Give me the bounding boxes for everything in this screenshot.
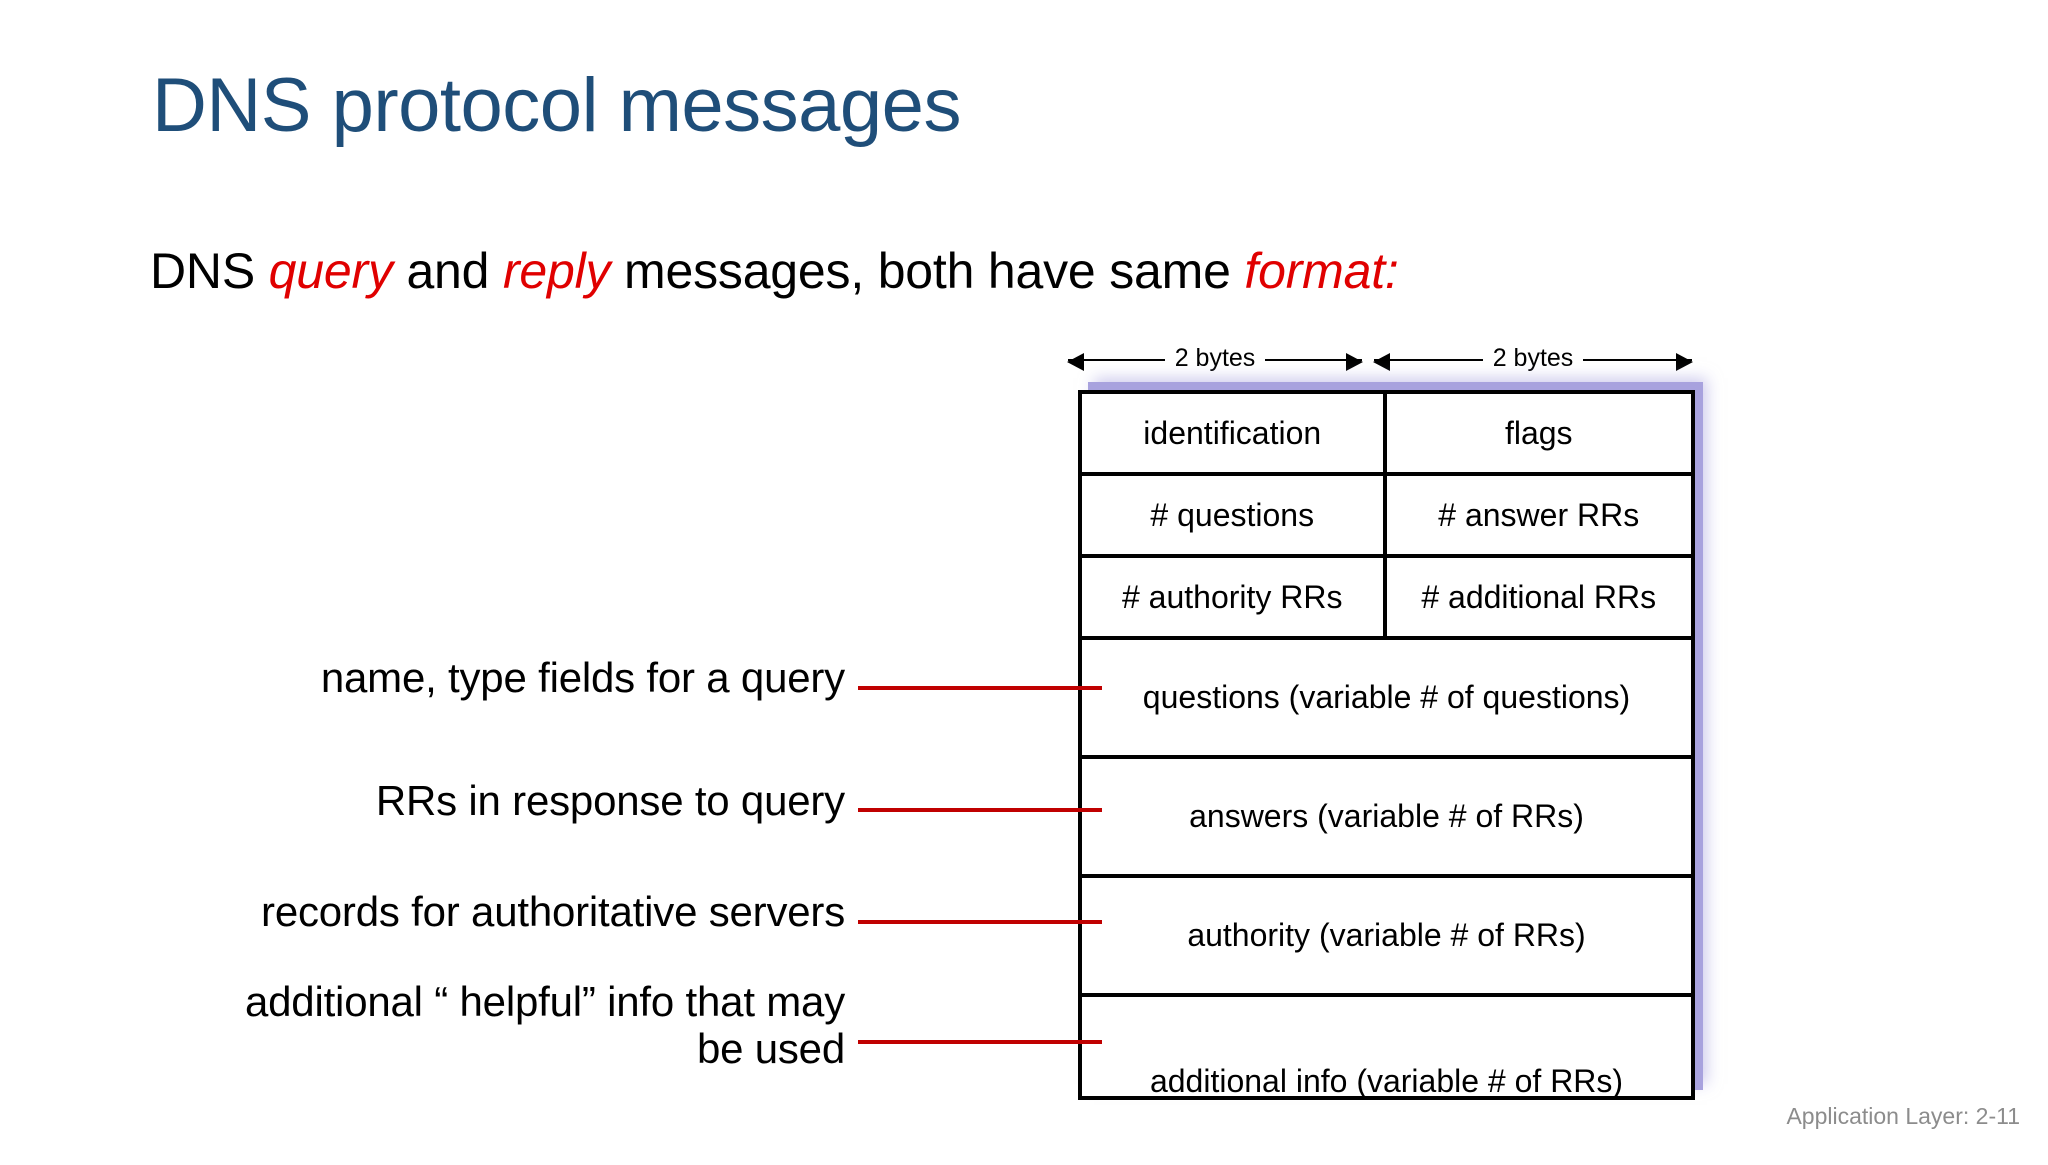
table-row: authority (variable # of RRs) <box>1082 878 1691 997</box>
leader-line-authority <box>858 920 1102 924</box>
dns-message-format-diagram: identification flags # questions # answe… <box>1078 390 1695 1100</box>
measure-arrow-right-2-bytes: 2 bytes <box>1373 340 1693 380</box>
annotation-label-questions: name, type fields for a query <box>320 654 845 701</box>
annotation-label-additional-info: additional “ helpful” info that may be u… <box>244 978 845 1073</box>
subtitle-emphasis-format: format: <box>1244 243 1399 299</box>
leader-line-questions <box>858 686 1102 690</box>
section-questions: questions (variable # of questions) <box>1142 679 1631 715</box>
field-flags: flags <box>1504 414 1573 451</box>
leader-line-additional-info <box>858 1040 1102 1044</box>
table-row: additional info (variable # of RRs) <box>1082 997 1691 1165</box>
subtitle-text-3: messages, both have same <box>610 243 1245 299</box>
annotation-label-authority: records for authoritative servers <box>261 888 845 935</box>
section-additional-info: additional info (variable # of RRs) <box>1149 1062 1624 1099</box>
measure-label-left: 2 bytes <box>1174 344 1256 372</box>
field-num-answer-rrs: # answer RRs <box>1438 496 1640 533</box>
measure-label-right: 2 bytes <box>1492 344 1574 372</box>
subtitle-line: DNS query and reply messages, both have … <box>150 242 1399 300</box>
footer-slide-number: Application Layer: 2-11 <box>1786 1103 2020 1129</box>
field-identification: identification <box>1082 394 1387 472</box>
measure-arrow-left-2-bytes: 2 bytes <box>1067 340 1363 380</box>
section-authority: authority (variable # of RRs) <box>1187 917 1586 953</box>
field-num-authority-rrs: # authority RRs <box>1082 558 1387 636</box>
table-row: # authority RRs # additional RRs <box>1082 558 1691 640</box>
arrow-head-right-icon <box>1265 352 1363 371</box>
subtitle-text-2: and <box>392 243 503 299</box>
section-answers: answers (variable # of RRs) <box>1189 798 1584 834</box>
field-num-additional-rrs: # additional RRs <box>1421 578 1657 615</box>
arrow-head-left-icon <box>1067 352 1165 371</box>
table-row: questions (variable # of questions) <box>1082 640 1691 759</box>
table-row: # questions # answer RRs <box>1082 476 1691 558</box>
table-row: identification flags <box>1082 394 1691 476</box>
page-title: DNS protocol messages <box>152 63 961 148</box>
arrow-head-right-icon <box>1583 352 1693 371</box>
table-row: answers (variable # of RRs) <box>1082 759 1691 878</box>
subtitle-text-1: DNS <box>150 243 269 299</box>
subtitle-emphasis-reply: reply <box>502 243 611 299</box>
leader-line-answers <box>858 808 1102 812</box>
arrow-head-left-icon <box>1373 352 1483 371</box>
field-num-questions: # questions <box>1082 476 1387 554</box>
subtitle-emphasis-query: query <box>268 243 393 299</box>
annotation-label-answers: RRs in response to query <box>375 777 845 824</box>
